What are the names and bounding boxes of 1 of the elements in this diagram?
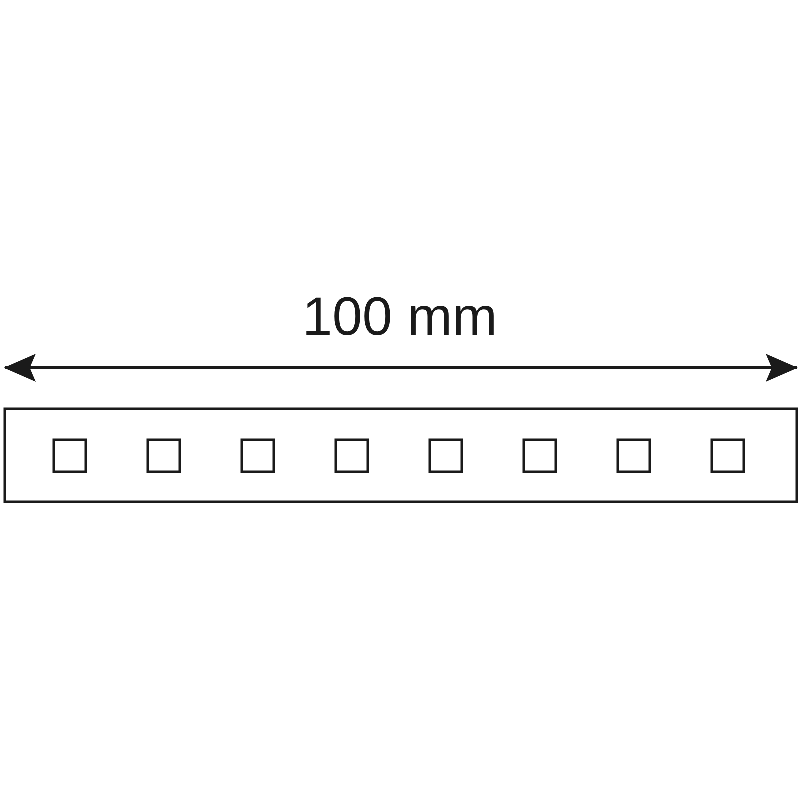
dimension-label: 100 mm xyxy=(302,290,498,344)
